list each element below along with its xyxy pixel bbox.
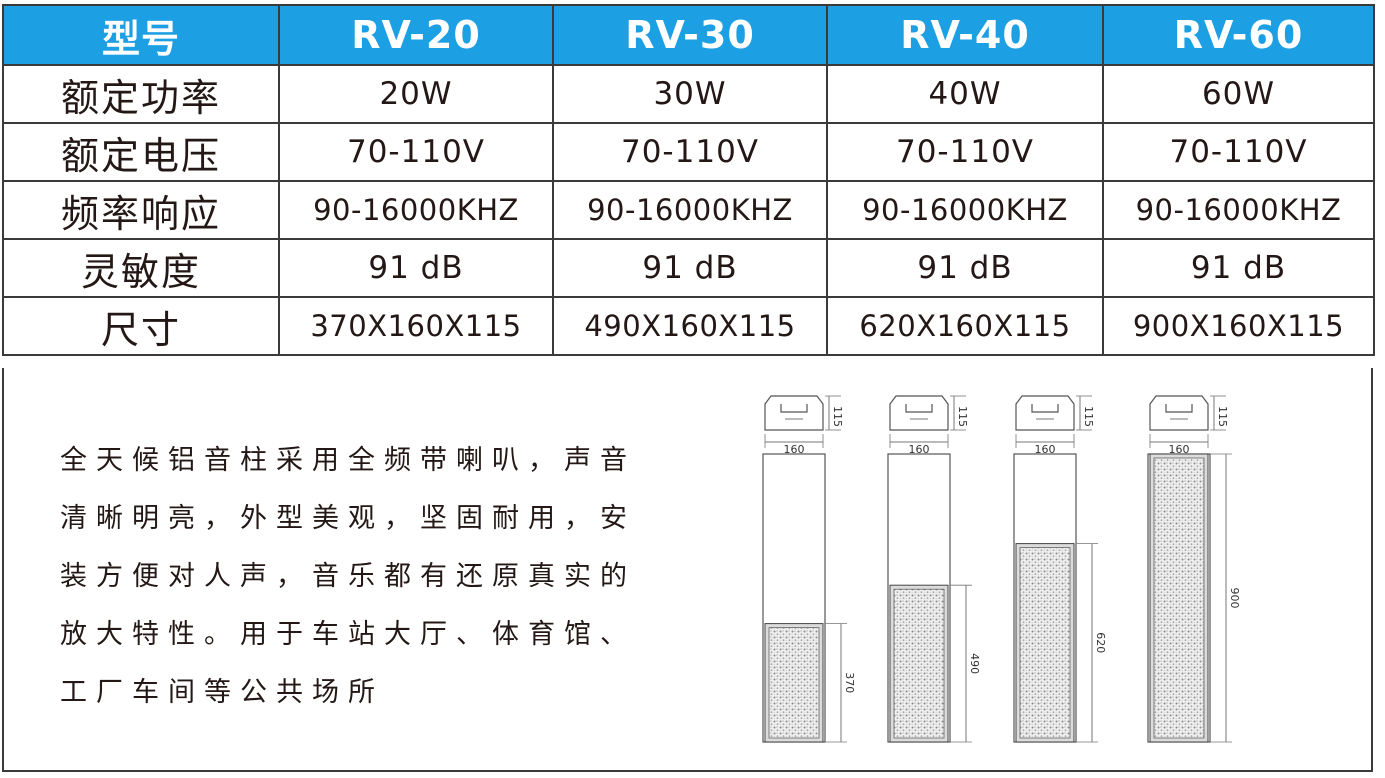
table-cell: 90-16000KHZ xyxy=(1102,180,1375,240)
width-label: 160 xyxy=(1169,443,1190,456)
row-label: 额定电压 xyxy=(2,122,280,182)
grille-mesh xyxy=(1153,457,1205,739)
depth-label: 115 xyxy=(1216,406,1229,427)
table-row-rated-voltage: 额定电压 70-110V 70-110V 70-110V 70-110V xyxy=(2,122,1375,182)
table-cell: 70-110V xyxy=(1102,122,1375,182)
description-line: 全天候铝音柱采用全频带喇叭，声音 xyxy=(60,445,636,476)
table-cell: 900X160X115 xyxy=(1102,296,1375,356)
spec-table: 型号 RV-20 RV-30 RV-40 RV-60 额定功率 20W 30W … xyxy=(2,4,1375,356)
table-cell: 70-110V xyxy=(826,122,1104,182)
header-label-cell: 型号 xyxy=(2,4,280,66)
table-cell: 40W xyxy=(826,64,1104,124)
column-speaker-dimension-drawings: 115 160 370 115 160 490 115 160 620 115 160 900 xyxy=(762,395,1241,743)
description-panel: 全天候铝音柱采用全频带喇叭，声音 清晰明亮，外型美观，坚固耐用，安 装方便对人声… xyxy=(2,368,1373,772)
length-label: 620 xyxy=(1094,632,1107,653)
table-cell: 90-16000KHZ xyxy=(826,180,1104,240)
speaker-drawing-370: 115 160 370 xyxy=(762,395,856,743)
header-model-rv-20: RV-20 xyxy=(278,4,554,66)
table-cell: 90-16000KHZ xyxy=(552,180,828,240)
speaker-drawing-490: 115 160 490 xyxy=(887,395,981,743)
table-cell: 70-110V xyxy=(278,122,554,182)
description-line: 放大特性。用于车站大厅、体育馆、 xyxy=(60,619,636,650)
table-cell: 91 dB xyxy=(826,238,1104,298)
top-view-outline xyxy=(1015,395,1075,431)
top-view-bracket xyxy=(1031,404,1059,413)
width-label: 160 xyxy=(909,443,930,456)
table-cell: 91 dB xyxy=(1102,238,1375,298)
grille-mesh xyxy=(893,588,945,739)
depth-label: 115 xyxy=(1082,406,1095,427)
top-view-bracket xyxy=(1165,404,1193,413)
grille-mesh xyxy=(768,627,820,739)
table-cell: 91 dB xyxy=(552,238,828,298)
width-label: 160 xyxy=(784,443,805,456)
table-row-frequency-response: 频率响应 90-16000KHZ 90-16000KHZ 90-16000KHZ… xyxy=(2,180,1375,240)
table-cell: 620X160X115 xyxy=(826,296,1104,356)
length-label: 900 xyxy=(1228,588,1241,609)
product-description: 全天候铝音柱采用全频带喇叭，声音 清晰明亮，外型美观，坚固耐用，安 装方便对人声… xyxy=(60,432,700,722)
description-line: 装方便对人声，音乐都有还原真实的 xyxy=(60,561,636,592)
top-view-outline xyxy=(1149,395,1209,431)
length-label: 370 xyxy=(843,672,856,693)
description-line: 工厂车间等公共场所 xyxy=(60,677,384,708)
top-view-bracket xyxy=(905,404,933,413)
depth-label: 115 xyxy=(956,406,969,427)
width-label: 160 xyxy=(1035,443,1056,456)
header-model-rv-40: RV-40 xyxy=(826,4,1104,66)
header-model-rv-60: RV-60 xyxy=(1102,4,1375,66)
top-view-bracket xyxy=(780,404,808,413)
spec-sheet: 型号 RV-20 RV-30 RV-40 RV-60 额定功率 20W 30W … xyxy=(2,4,1375,772)
table-row-rated-power: 额定功率 20W 30W 40W 60W xyxy=(2,64,1375,124)
row-label: 尺寸 xyxy=(2,296,280,356)
description-line: 清晰明亮，外型美观，坚固耐用，安 xyxy=(60,503,636,534)
depth-label: 115 xyxy=(831,406,844,427)
row-label: 频率响应 xyxy=(2,180,280,240)
table-cell: 60W xyxy=(1102,64,1375,124)
table-cell: 91 dB xyxy=(278,238,554,298)
table-cell: 70-110V xyxy=(552,122,828,182)
table-row-dimensions: 尺寸 370X160X115 490X160X115 620X160X115 9… xyxy=(2,296,1375,356)
table-cell: 490X160X115 xyxy=(552,296,828,356)
table-header-row: 型号 RV-20 RV-30 RV-40 RV-60 xyxy=(2,4,1375,66)
row-label: 额定功率 xyxy=(2,64,280,124)
length-label: 490 xyxy=(968,653,981,674)
top-view-outline xyxy=(764,395,824,431)
table-cell: 20W xyxy=(278,64,554,124)
table-cell: 370X160X115 xyxy=(278,296,554,356)
header-model-rv-30: RV-30 xyxy=(552,4,828,66)
speaker-drawing-620: 115 160 620 xyxy=(1013,395,1107,743)
top-view-outline xyxy=(889,395,949,431)
table-cell: 30W xyxy=(552,64,828,124)
table-cell: 90-16000KHZ xyxy=(278,180,554,240)
speaker-drawing-900: 115 160 900 xyxy=(1147,395,1241,743)
row-label: 灵敏度 xyxy=(2,238,280,298)
grille-mesh xyxy=(1019,547,1071,739)
table-row-sensitivity: 灵敏度 91 dB 91 dB 91 dB 91 dB xyxy=(2,238,1375,298)
